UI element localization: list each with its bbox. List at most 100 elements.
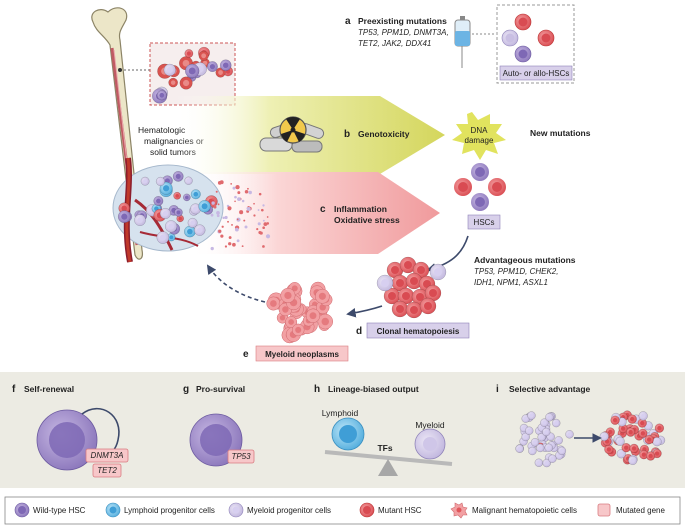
legend-label-mutant: Mutant HSC (378, 506, 422, 515)
inflammation-dot (262, 204, 265, 207)
tumor-cell (140, 176, 150, 186)
selective-cell-after (604, 444, 614, 455)
hscs-label: HSCs (474, 218, 495, 227)
tumor-cell (194, 224, 206, 236)
inflammation-dot (224, 245, 228, 248)
inflammation-dot (228, 242, 232, 246)
selective-cell-after (638, 411, 648, 421)
malignant-cell (280, 287, 296, 303)
clonal-label-box (366, 322, 470, 339)
inflammation-dot (228, 236, 232, 239)
tumor-label-line3: solid tumors (150, 147, 196, 157)
lymphoid-label: Lymphoid (322, 408, 359, 418)
inflammation-dot (253, 214, 256, 217)
selective-cell-before (540, 418, 549, 427)
inflammation-dot (216, 214, 220, 218)
malignant-cell (315, 288, 330, 304)
myeloid-neoplasm-cluster (266, 281, 334, 344)
inflammation-dot (266, 222, 270, 225)
inflammation-dot (241, 245, 244, 248)
selective-cell-after (645, 451, 656, 461)
legend-item-wildtype: Wild-type HSC (14, 502, 86, 518)
selective-cell-before (535, 443, 545, 453)
marrow-cell (206, 61, 218, 73)
selective-cell-before (544, 443, 554, 453)
inflammation-dot (227, 206, 232, 211)
inflammation-dot (215, 190, 218, 193)
dna-damage-burst: DNA damage (452, 112, 506, 160)
tumor-cell (155, 176, 165, 186)
advantageous-title: Advantageous mutations (474, 255, 576, 265)
inflammation-dot (213, 197, 217, 201)
g-gene-tp53: TP53 (231, 452, 251, 461)
legend-label-myeloid: Myeloid progenitor cells (247, 506, 331, 515)
advantageous-genes-line2: IDH1, NPM1, ASXL1 (474, 278, 548, 287)
tumor-cell (174, 208, 183, 217)
inflammation-dot (241, 199, 245, 203)
selective-cell-after (621, 443, 631, 453)
malignant-cell (266, 296, 281, 311)
selective-cell-before (537, 432, 546, 442)
inflammation-dot (265, 234, 271, 239)
malignant-cell (285, 316, 298, 328)
hsc-cluster: HSCs (454, 163, 506, 230)
tfs-label: TFs (377, 443, 392, 453)
marrow-cell (168, 77, 178, 88)
legend: Wild-type HSC Lymphoid progenitor cells … (14, 502, 665, 519)
selective-cell-before (557, 446, 567, 456)
self-renewal-cell: DNMT3A TET2 (36, 407, 129, 478)
bone-marrow-inset (149, 42, 236, 106)
selective-cell-before (530, 438, 540, 447)
selective-cell-before (528, 446, 537, 456)
dna-damage-line2: damage (465, 136, 494, 145)
clonal-cluster (376, 256, 447, 319)
myeloid-neoplasms-label: Myeloid neoplasms (265, 350, 339, 359)
clonal-cell (376, 274, 394, 292)
selective-cell-after (628, 455, 638, 466)
clonal-cell (429, 263, 447, 281)
inflammation-dot (211, 197, 214, 200)
tumor-cell (159, 181, 173, 195)
tumor-cell (182, 193, 191, 202)
tumor-cell (198, 200, 211, 213)
inflammation-dot (237, 191, 241, 195)
inflammation-dot (262, 226, 265, 229)
tumor-cell (167, 233, 176, 242)
inflammation-dot (231, 223, 233, 226)
panel-a-letter: a (345, 16, 351, 27)
oxidative-stress-label: Oxidative stress (334, 215, 400, 225)
selective-cell-after (652, 437, 662, 447)
chemo-radiation-icon (259, 116, 325, 153)
inflammation-dot (222, 216, 225, 220)
inflammation-dot (244, 225, 248, 229)
legend-label-lymphoid: Lymphoid progenitor cells (124, 506, 215, 515)
inflammation-dot (217, 203, 220, 206)
advantageous-genes-line1: TP53, PPM1D, CHEK2, (474, 267, 558, 276)
tumor-cell (156, 231, 170, 244)
inflammation-dot (262, 245, 265, 248)
inflammation-dot (224, 215, 228, 220)
preexisting-mutations-title: Preexisting mutations (358, 16, 447, 26)
inflammation-dot (235, 184, 240, 190)
clonal-cell (405, 301, 423, 319)
selective-cell-after (629, 443, 639, 454)
selective-cell-after (625, 427, 636, 437)
tumor-cell (164, 220, 178, 233)
malignant-cell (317, 313, 334, 330)
tumor-cell (134, 214, 146, 226)
marrow-cell (215, 67, 226, 78)
inflammation-dot (216, 210, 220, 215)
pro-survival-cell: TP53 (189, 413, 255, 467)
inflammation-dot (232, 186, 236, 190)
legend-label-wildtype: Wild-type HSC (33, 506, 86, 515)
self-renewal-title: Self-renewal (24, 384, 74, 394)
selective-cell-before (521, 432, 530, 442)
inflammation-dot (256, 228, 259, 231)
inflammation-dot (253, 202, 255, 205)
inflammation-dot (236, 239, 240, 243)
inflammation-dot (247, 187, 249, 190)
marrow-cell (184, 49, 194, 58)
panel-f-letter: f (12, 384, 16, 395)
